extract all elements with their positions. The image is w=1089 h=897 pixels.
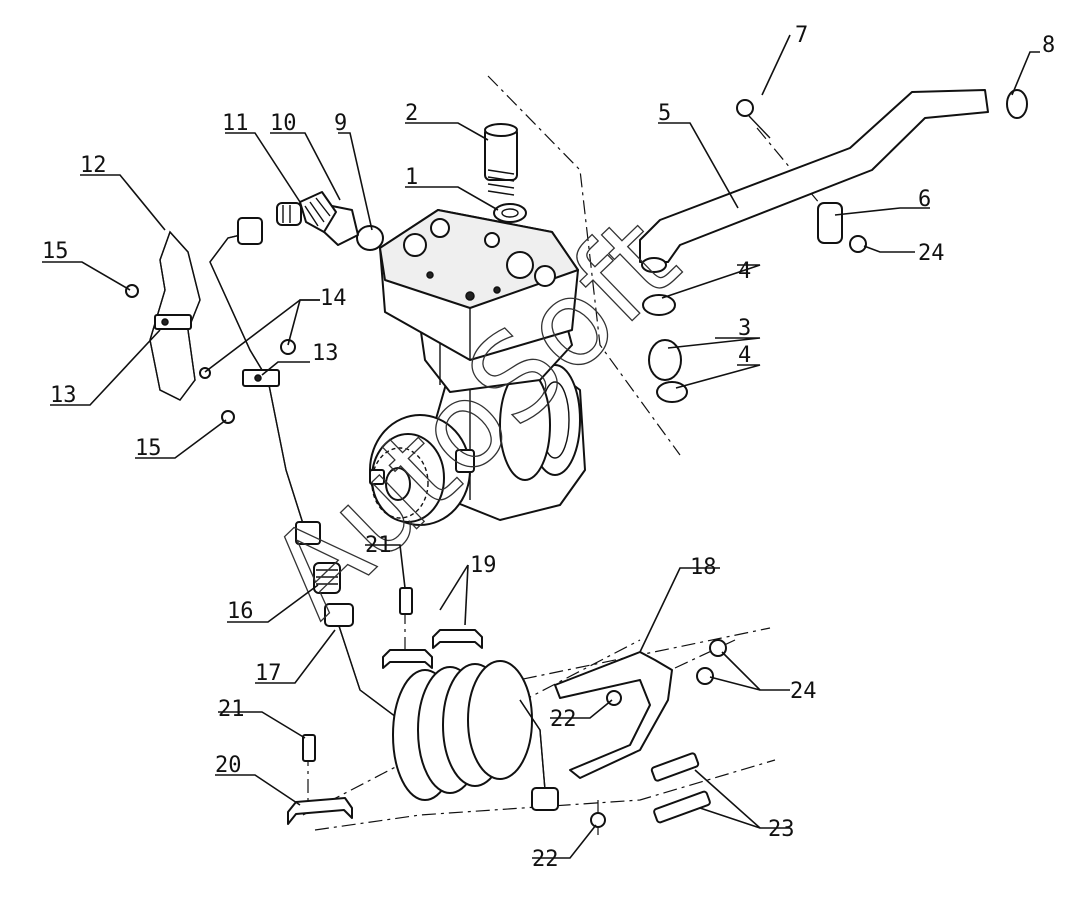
callout-13-left: 13 bbox=[50, 383, 77, 408]
callout-labels: 1 2 3 4 4 5 6 7 8 9 10 11 12 13 13 14 15… bbox=[42, 23, 1055, 872]
callout-14: 14 bbox=[320, 286, 347, 311]
coil-clamps bbox=[287, 587, 483, 825]
callout-15-upper: 15 bbox=[42, 239, 69, 264]
callout-4-upper: 4 bbox=[738, 259, 751, 284]
callout-10: 10 bbox=[270, 111, 297, 136]
inlet-hose-assembly bbox=[639, 89, 1028, 403]
upper-pipe-assembly bbox=[125, 217, 321, 545]
callout-18: 18 bbox=[690, 555, 717, 580]
callout-6: 6 bbox=[918, 187, 931, 212]
callout-24-lower: 24 bbox=[790, 679, 817, 704]
callout-7: 7 bbox=[795, 23, 808, 48]
callout-22-lower: 22 bbox=[532, 847, 559, 872]
callout-24-upper: 24 bbox=[918, 241, 945, 266]
callout-4-lower: 4 bbox=[738, 343, 751, 368]
callout-15-lower: 15 bbox=[135, 436, 162, 461]
callout-19: 19 bbox=[470, 553, 497, 578]
callout-3: 3 bbox=[738, 316, 751, 341]
callout-21-upper: 21 bbox=[365, 533, 392, 558]
callout-23: 23 bbox=[768, 817, 795, 842]
callout-5: 5 bbox=[658, 101, 671, 126]
head-fitting bbox=[484, 123, 527, 223]
air-compressor bbox=[369, 209, 586, 526]
callout-16: 16 bbox=[227, 599, 254, 624]
callout-21-lower: 21 bbox=[218, 697, 245, 722]
mounting-bracket bbox=[554, 235, 867, 828]
outlet-fittings bbox=[276, 191, 384, 251]
callout-9: 9 bbox=[334, 111, 347, 136]
callout-leaders bbox=[42, 34, 1040, 859]
callout-22-upper: 22 bbox=[550, 707, 577, 732]
callout-11: 11 bbox=[222, 111, 249, 136]
lower-coil-pipe bbox=[313, 562, 559, 811]
callout-13-right: 13 bbox=[312, 341, 339, 366]
callout-12: 12 bbox=[80, 153, 107, 178]
callout-1: 1 bbox=[405, 165, 418, 190]
callout-8: 8 bbox=[1042, 33, 1055, 58]
callout-2: 2 bbox=[405, 101, 418, 126]
callout-17: 17 bbox=[255, 661, 282, 686]
callout-20: 20 bbox=[215, 753, 242, 778]
